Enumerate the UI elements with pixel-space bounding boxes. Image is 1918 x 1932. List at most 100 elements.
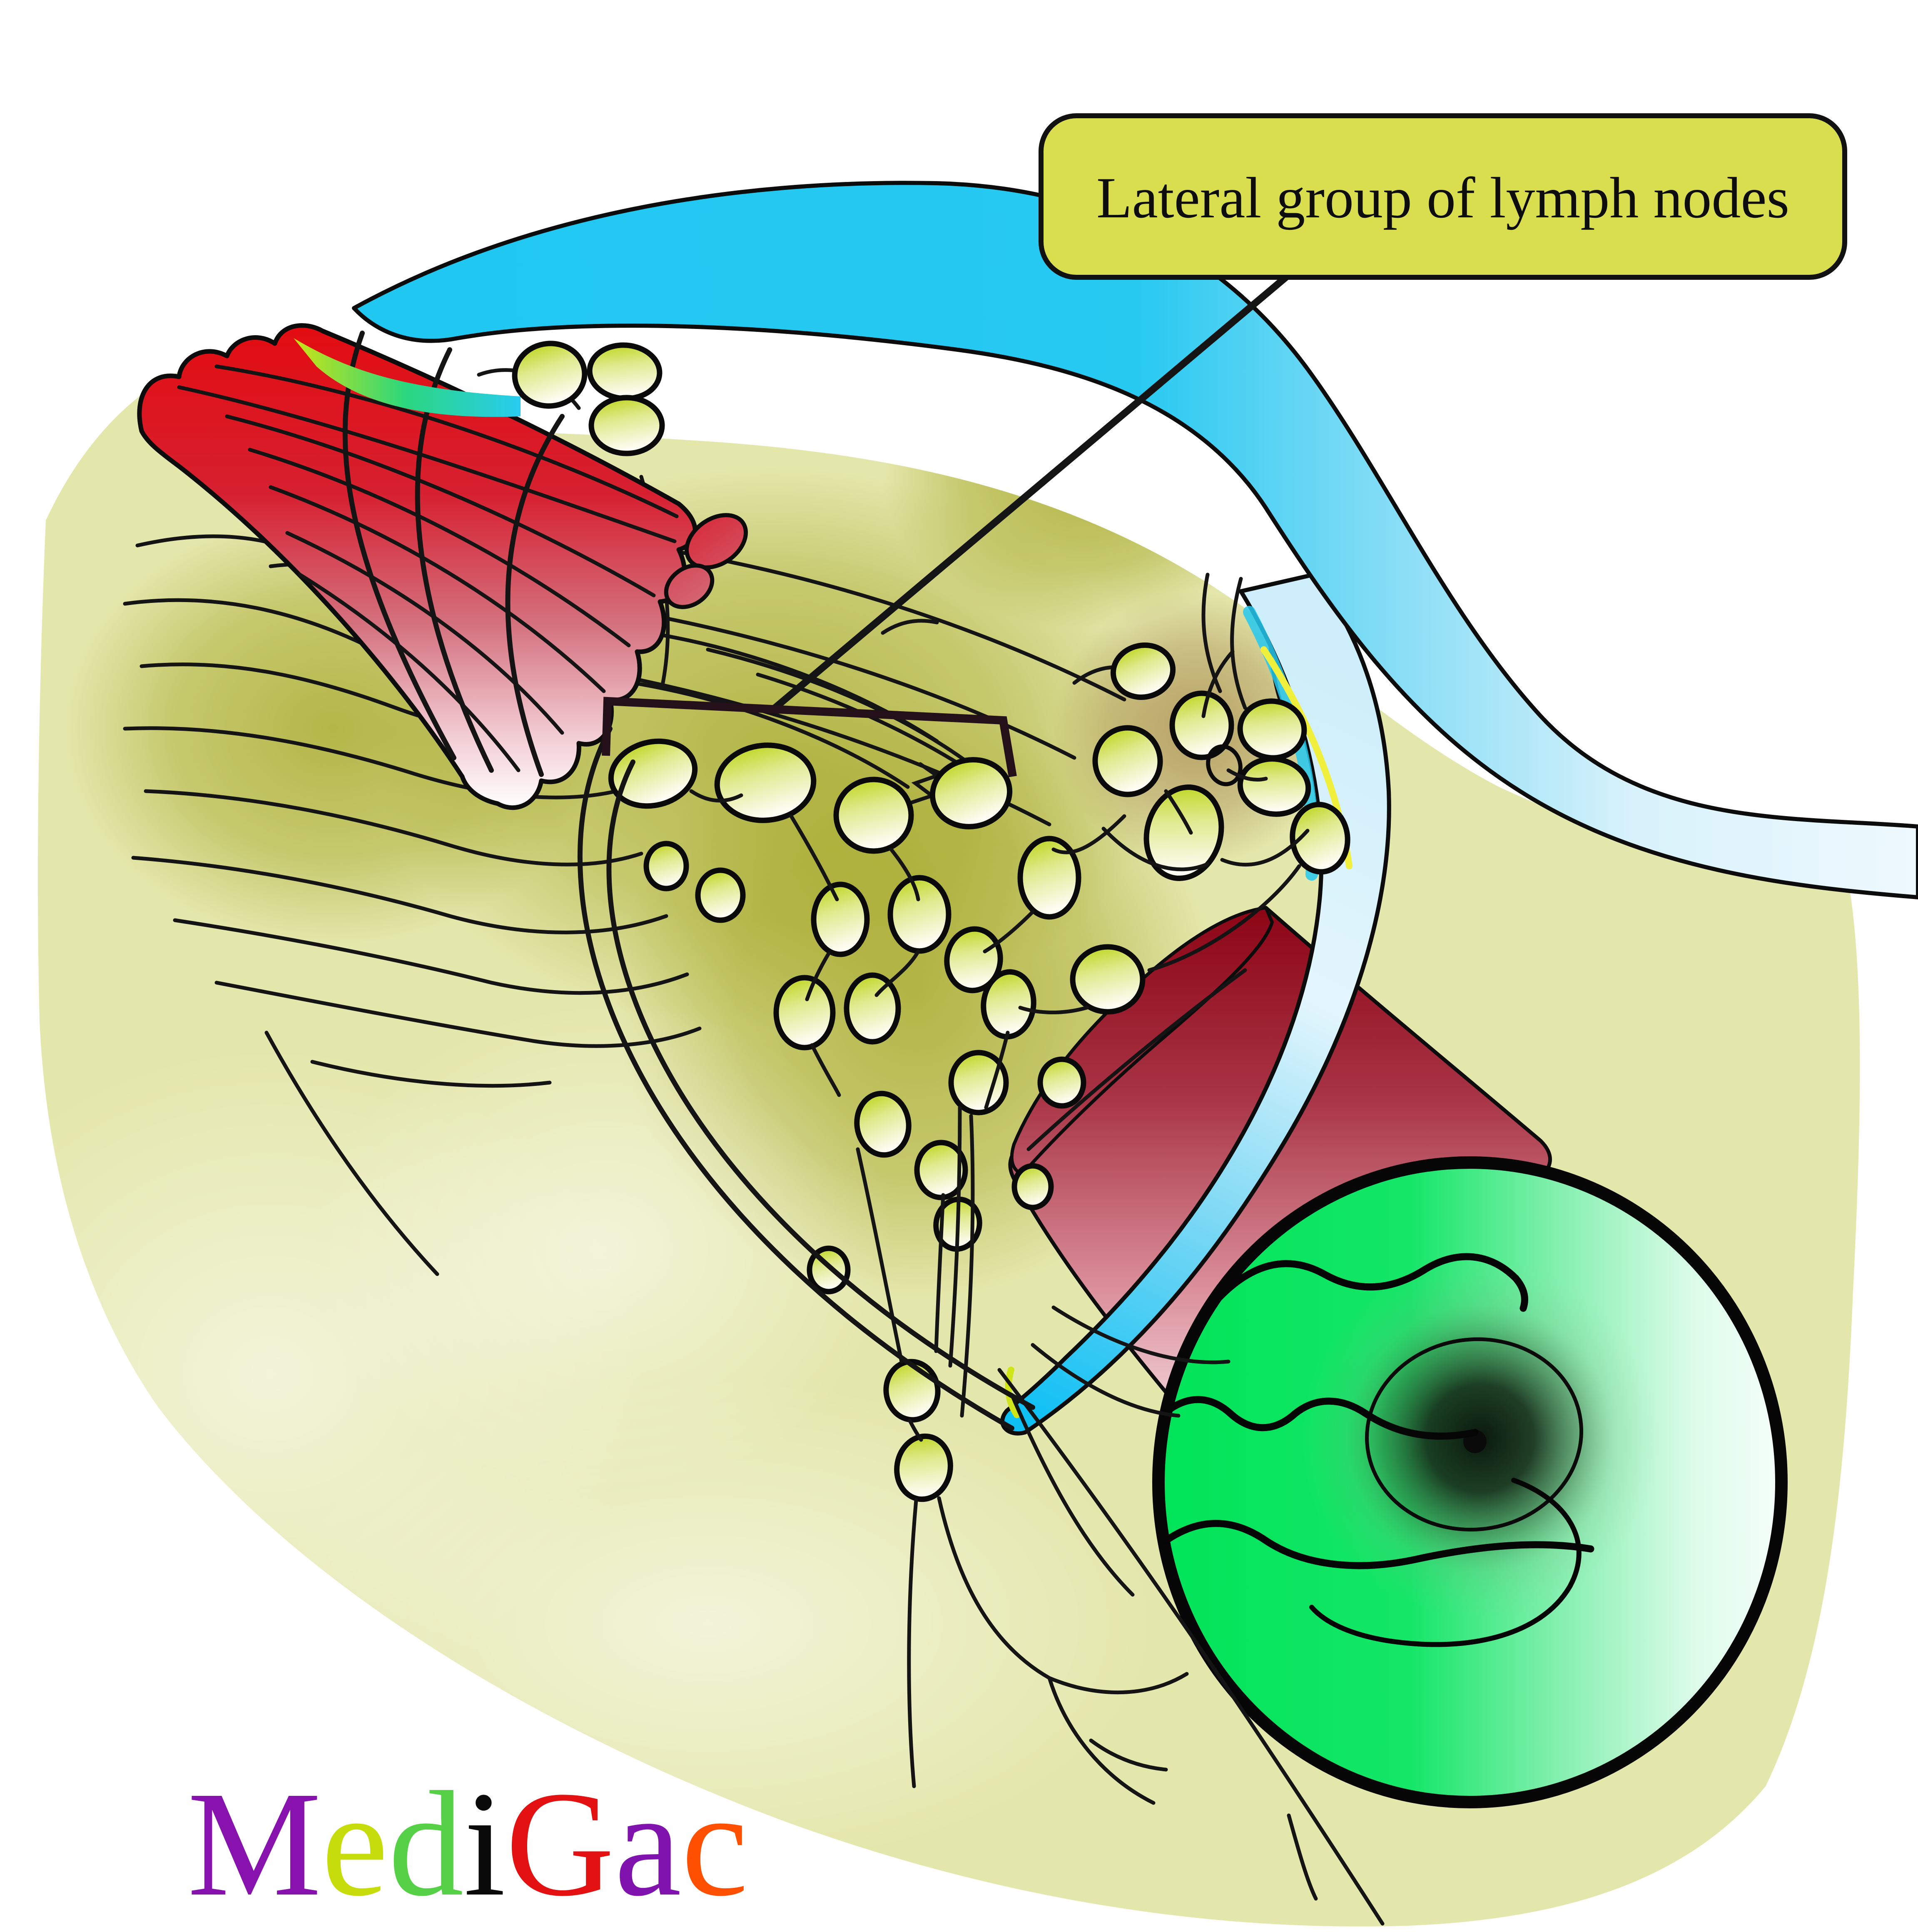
muscle-fibre-line: [298, 573, 521, 772]
lymph-vessel-line: [1010, 1393, 1135, 1597]
arm-vessel-wave: [1210, 1253, 1528, 1312]
lymph-node: [714, 742, 817, 823]
lymph-vessel-line: [689, 789, 743, 803]
lymph-vessel-line: [1089, 1738, 1168, 1772]
arm-vessel-wave: [1162, 1520, 1594, 1569]
nerve-line: [706, 647, 981, 772]
lymph-node: [854, 1090, 912, 1158]
muscle-lobe: [664, 563, 715, 609]
lymph-node: [948, 1050, 1009, 1115]
lymph-vessel-line: [1226, 768, 1268, 782]
muscle-fibre-line: [225, 414, 656, 598]
upper-muscle-body: [137, 323, 697, 810]
arm-vessel-wave: [1309, 1478, 1582, 1647]
lymph-vessel-line: [1047, 1672, 1189, 1695]
arm-cross-section: [1152, 1156, 1788, 1808]
lymph-vessel-line: [789, 814, 839, 901]
callout-label: Lateral group of lymph nodes: [1096, 166, 1789, 230]
lymph-node: [1070, 944, 1146, 1015]
callout-bracket: [602, 697, 1017, 777]
lymph-node: [1169, 690, 1234, 760]
lymph-node: [695, 867, 746, 923]
lymph-vessel-line: [1051, 814, 1126, 854]
vein-tip-gradient: [294, 338, 521, 417]
lymph-node: [833, 777, 914, 854]
lymph-node: [1237, 756, 1311, 817]
lymph-vessel-line: [810, 1043, 841, 1097]
lymph-vessel-line: [960, 1114, 975, 1418]
lymph-vessel-line: [934, 1193, 945, 1353]
logo-letter: a: [615, 1760, 682, 1927]
lymph-node: [1143, 784, 1224, 881]
muscle-fibre-line: [214, 364, 679, 518]
lymph-vessel-line: [997, 1368, 1385, 1926]
lymph-node: [773, 975, 836, 1051]
lymph-vessel-line: [1147, 864, 1301, 972]
brand-logo: MediGac: [187, 1760, 748, 1927]
lymph-node: [1092, 725, 1163, 797]
lymph-node-capsule: [1206, 744, 1243, 787]
lymph-node: [1011, 1163, 1054, 1210]
lymph-vessel-line: [1164, 789, 1193, 835]
lymph-vessel-line: [907, 1498, 918, 1788]
nerve-line: [131, 856, 668, 934]
lower-muscle-fibre: [1026, 968, 1247, 1151]
logo-letter: c: [681, 1760, 748, 1927]
lymph-node: [887, 875, 952, 954]
muscle-fibre-line: [177, 385, 677, 543]
logo-letter: G: [506, 1760, 614, 1927]
logo-letter: M: [187, 1760, 321, 1927]
muscle-fibre-line: [285, 531, 564, 735]
lymph-vessel-line: [606, 759, 1035, 1410]
lymph-node: [588, 395, 665, 456]
lymph-vessels: [577, 650, 1385, 1926]
lymph-vessel-line: [1220, 829, 1310, 867]
lymph-vessel-line: [1031, 1343, 1181, 1418]
lymph-vessel-line: [937, 1496, 1051, 1680]
lymph-vessel-line: [874, 949, 920, 997]
lymph-node: [844, 972, 901, 1045]
tissue-shading-blob: [312, 999, 895, 1499]
nerve-line: [310, 1060, 552, 1088]
callout-pointer-line: [770, 272, 1291, 713]
muscle-fibre-line: [505, 414, 565, 777]
lymph-node: [1110, 642, 1176, 700]
muscle-fibre-line: [269, 485, 606, 693]
muscle-lobe: [684, 513, 748, 570]
nerve-line: [881, 619, 939, 635]
nerve-line: [173, 918, 689, 995]
lymph-vessel-line: [805, 951, 831, 1001]
callout-box: [1039, 113, 1847, 280]
callout: Lateral group of lymph nodes: [602, 113, 1847, 777]
lymph-vessel-line: [908, 1419, 923, 1442]
lymph-node: [914, 1140, 968, 1200]
logo-letter: i: [464, 1760, 506, 1927]
lymph-node: [944, 926, 1003, 993]
lymph-vessel-line: [1101, 827, 1210, 871]
lymph-vessel-line: [856, 1147, 904, 1364]
lymph-node: [587, 342, 663, 401]
lymph-vessel-line: [1287, 1813, 1318, 1901]
logo-letter: e: [321, 1760, 389, 1927]
lymph-vessel-line: [577, 726, 1014, 1431]
nerve-line: [214, 981, 702, 1048]
lymph-node-group: [512, 341, 1350, 1502]
lymph-vessel-line: [1047, 1676, 1156, 1805]
lymph-node: [1290, 802, 1350, 875]
lymph-node: [929, 757, 1013, 829]
lymph-node: [512, 341, 588, 409]
logo-letter: d: [389, 1760, 464, 1927]
lymph-vessel-line: [948, 1105, 962, 1368]
nerve-line: [910, 762, 941, 804]
muscle-fibre-line: [248, 448, 631, 647]
arm-inner-ring: [1365, 1337, 1583, 1532]
nerve-line: [264, 1031, 439, 1276]
vein-branch-shape: [1000, 573, 1391, 1436]
lymph-vessel-line: [1051, 1305, 1231, 1364]
lymph-node: [1017, 836, 1081, 920]
lymph-node: [643, 841, 689, 891]
lymph-node: [894, 1433, 953, 1502]
lymph-vessel-line: [1201, 650, 1235, 718]
nerve-line: [123, 726, 618, 799]
